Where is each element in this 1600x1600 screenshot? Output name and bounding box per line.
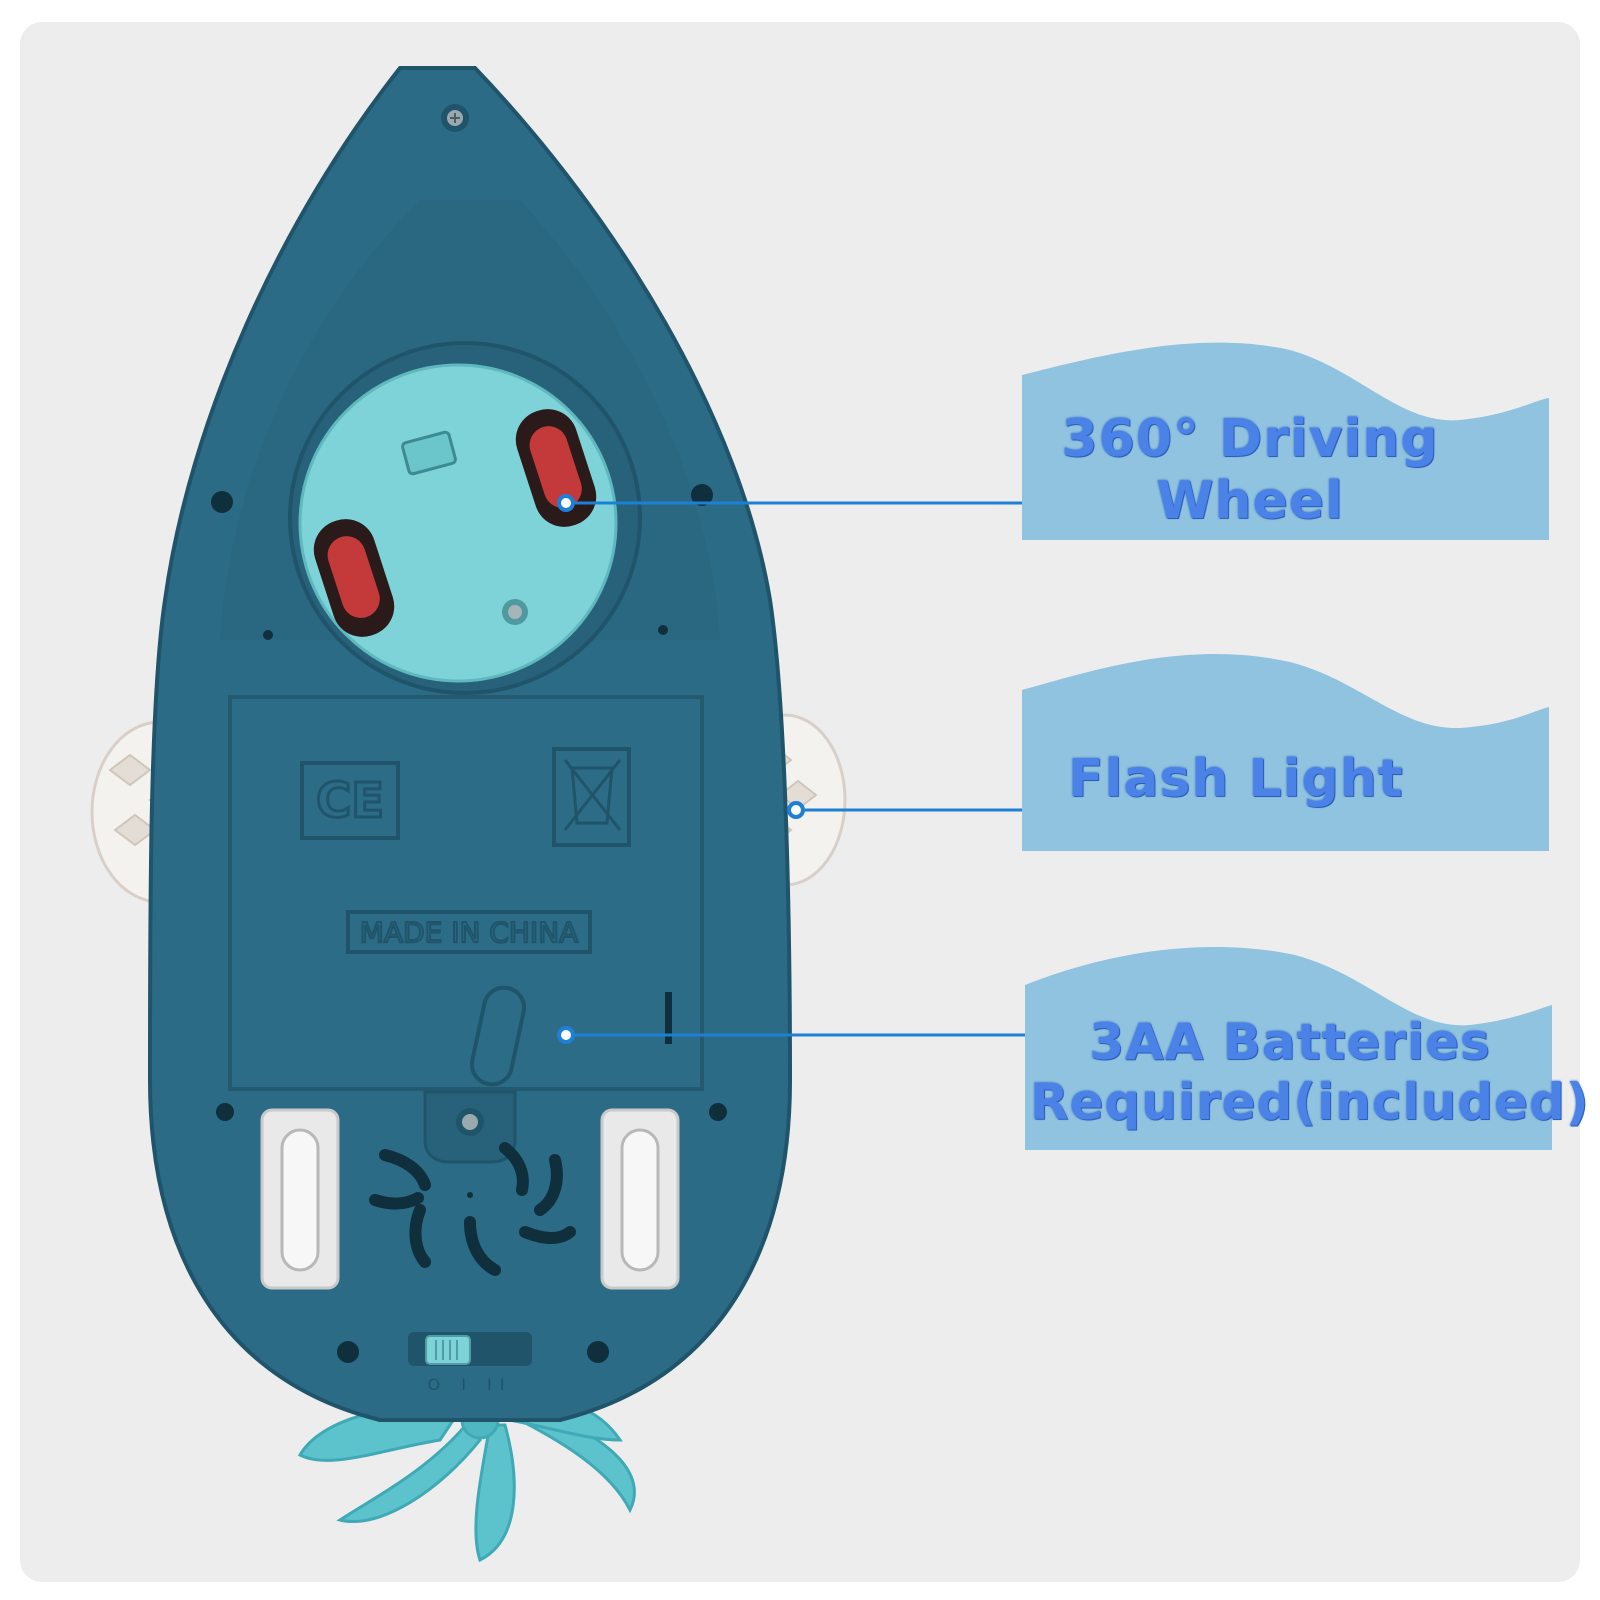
wheel-callout-line1: 360° Driving — [1061, 409, 1439, 469]
wheel-leader-line — [557, 494, 1022, 512]
left-rear-wheel — [260, 1108, 340, 1290]
hull-hole — [587, 1341, 609, 1363]
light-leader-line — [787, 801, 1022, 819]
battery-icon — [469, 985, 527, 1087]
hull-hole — [263, 630, 273, 640]
ce-mark-text: CE — [316, 773, 384, 829]
screw-icon — [441, 104, 469, 132]
battery-label-background — [1025, 946, 1552, 1150]
hull-hole — [216, 1103, 234, 1121]
speaker-grille — [369, 1142, 576, 1276]
hull-hole — [691, 484, 713, 506]
screw-icon — [423, 1090, 517, 1164]
wheel-label-background — [1022, 342, 1549, 540]
battery-callout-line1: 3AA Batteries — [1089, 1013, 1491, 1071]
battery-leader-line — [557, 1026, 1025, 1044]
ce-mark-icon — [300, 761, 400, 840]
battery-cover: CE MADE IN CHINA — [228, 695, 704, 1091]
wheel-callout: 360° Driving Wheel — [1040, 408, 1460, 533]
right-rear-wheel — [600, 1108, 680, 1290]
battery-callout-line2: Required(included) — [1030, 1073, 1590, 1131]
light-callout-line1: Flash Light — [1068, 749, 1404, 809]
hull-hole — [658, 625, 668, 635]
battery-callout: 3AA Batteries Required(included) — [1030, 1012, 1590, 1132]
propeller — [297, 1398, 636, 1563]
made-in-china-text: MADE IN CHINA — [360, 916, 579, 949]
hull-hole — [709, 1103, 727, 1121]
hull-hole — [337, 1341, 359, 1363]
switch-markings: O I II — [428, 1375, 513, 1394]
hull-hole — [211, 491, 233, 513]
power-switch: O I II — [408, 1332, 532, 1394]
driving-wheel-turntable — [288, 341, 642, 695]
wheel-callout-line2: Wheel — [1156, 471, 1344, 532]
light-label-background — [1022, 653, 1549, 851]
recycle-bin-icon — [552, 747, 631, 847]
light-callout: Flash Light — [1040, 748, 1428, 810]
